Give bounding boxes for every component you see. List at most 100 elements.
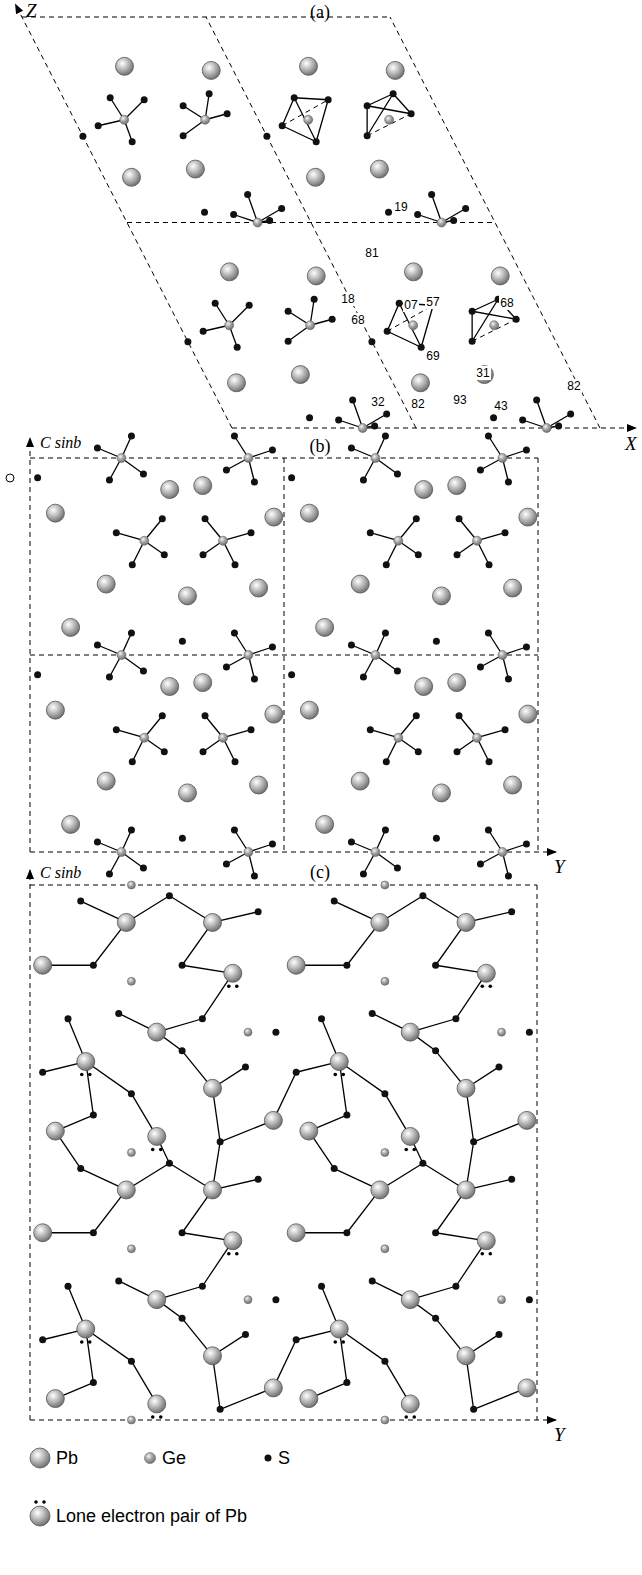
- s-atom: [285, 338, 292, 345]
- ge-atom: [473, 733, 482, 742]
- ge-atom: [127, 1149, 135, 1157]
- s-atom: [408, 110, 415, 117]
- pb-atom: [97, 575, 115, 593]
- s-atom: [200, 551, 207, 558]
- s-atom: [202, 712, 209, 719]
- s-atom: [272, 1029, 279, 1036]
- s-atom: [306, 414, 313, 421]
- lone-pair-dot: [404, 1148, 408, 1152]
- legend-icon: [30, 1448, 50, 1468]
- pb-atom: [448, 674, 466, 692]
- pb-atom: [204, 1181, 222, 1199]
- atom-number: 82: [566, 379, 581, 393]
- s-atom: [251, 873, 258, 880]
- tetrahedron-edge: [316, 100, 328, 142]
- pb-atom: [194, 674, 212, 692]
- s-atom: [485, 827, 492, 834]
- axis-label: Y: [554, 856, 565, 878]
- s-atom: [428, 191, 435, 198]
- pb-atom: [46, 1122, 64, 1140]
- s-atom: [396, 300, 403, 307]
- pb-atom: [115, 57, 133, 75]
- pb-atom: [370, 160, 388, 178]
- s-atom: [106, 674, 113, 681]
- pb-atom: [264, 1379, 282, 1397]
- s-atom: [242, 1063, 249, 1070]
- s-atom: [456, 515, 463, 522]
- s-atom: [567, 411, 574, 418]
- s-atom: [166, 1160, 173, 1167]
- pb-atom: [371, 1181, 389, 1199]
- s-atom: [278, 205, 285, 212]
- s-atom: [202, 515, 209, 522]
- s-atom: [462, 205, 469, 212]
- s-atom: [329, 316, 336, 323]
- pb-atom: [224, 1232, 242, 1250]
- pb-atom: [477, 964, 495, 982]
- s-atom: [381, 1090, 388, 1097]
- s-atom: [454, 748, 461, 755]
- s-atom: [477, 861, 484, 868]
- lone-pair-dot: [235, 1252, 239, 1256]
- pb-atom: [291, 366, 309, 384]
- s-atom: [486, 758, 493, 765]
- lone-pair-dot: [333, 1340, 337, 1344]
- pb-atom: [475, 366, 493, 384]
- ge-atom: [358, 424, 367, 433]
- s-atom: [34, 671, 41, 678]
- lone-pair-dot: [341, 1073, 345, 1077]
- germanium-layer: [117, 115, 551, 1424]
- ge-atom: [225, 321, 234, 330]
- pb-atom: [46, 504, 64, 522]
- legend-icon: [30, 1500, 50, 1526]
- atom-number: 32: [370, 395, 385, 409]
- ge-atom: [381, 881, 389, 889]
- pb-atom: [401, 1127, 419, 1145]
- s-atom: [217, 1406, 224, 1413]
- tetrahedron-edge: [367, 94, 393, 136]
- s-atom: [140, 471, 147, 478]
- s-atom: [526, 1029, 533, 1036]
- ge-atom: [244, 651, 253, 660]
- ge-atom: [127, 1416, 135, 1424]
- s-atom: [129, 758, 136, 765]
- lone-pair-dot: [88, 1073, 92, 1077]
- s-atom: [469, 308, 476, 315]
- s-atom: [224, 110, 231, 117]
- s-atom: [502, 726, 509, 733]
- s-atom: [432, 962, 439, 969]
- s-atom: [113, 529, 120, 536]
- pb-atom: [518, 1379, 536, 1397]
- pb-atom: [412, 374, 430, 392]
- s-atom: [291, 94, 298, 101]
- s-atom: [288, 474, 295, 481]
- s-atom: [200, 748, 207, 755]
- lone-pair-dot: [333, 1073, 337, 1077]
- s-atom: [318, 1283, 325, 1290]
- pb-atom: [432, 587, 450, 605]
- pb-atom: [62, 815, 80, 833]
- atom-number: 82: [410, 397, 425, 411]
- lone-pair-dot: [80, 1073, 84, 1077]
- s-atom: [231, 630, 238, 637]
- s-atom: [394, 471, 401, 478]
- s-atom: [39, 1069, 46, 1076]
- s-atom: [523, 644, 530, 651]
- legend-icons: [30, 1448, 272, 1526]
- s-atom: [383, 411, 390, 418]
- s-atom: [477, 467, 484, 474]
- s-atom: [128, 1358, 135, 1365]
- s-atom: [526, 1296, 533, 1303]
- pb-atom: [307, 168, 325, 186]
- ge-atom: [437, 218, 446, 227]
- s-atom: [384, 328, 391, 335]
- s-atom: [285, 308, 292, 315]
- s-atom: [485, 433, 492, 440]
- tetrahedron-edge: [393, 94, 411, 114]
- s-atom: [348, 445, 355, 452]
- axis-label: X: [625, 433, 637, 455]
- s-atom: [65, 1283, 72, 1290]
- s-atom: [452, 1283, 459, 1290]
- s-atom: [523, 841, 530, 848]
- ge-atom: [381, 977, 389, 985]
